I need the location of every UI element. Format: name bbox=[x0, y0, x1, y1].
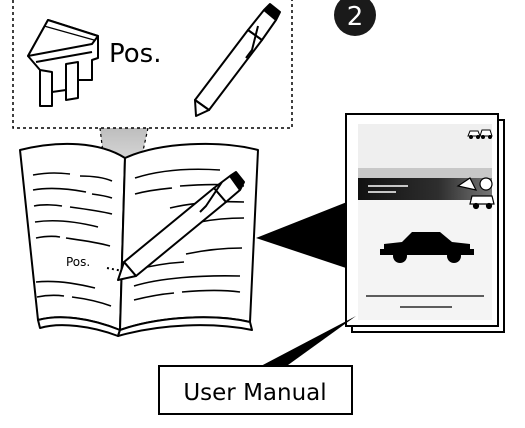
fuse-position-label: Pos. bbox=[109, 39, 161, 69]
small-cars-icon bbox=[467, 129, 493, 139]
open-manual bbox=[19, 142, 259, 337]
caption-pointer bbox=[238, 316, 356, 378]
note-underline bbox=[106, 267, 129, 273]
note-position-label: Pos. bbox=[66, 255, 90, 269]
step-badge: 2 bbox=[334, 0, 376, 36]
cover-band bbox=[358, 178, 492, 200]
pen-icon bbox=[194, 3, 281, 117]
pen-icon bbox=[117, 171, 245, 281]
fuse-icon bbox=[27, 19, 99, 107]
manual-caption-label: User Manual bbox=[183, 380, 326, 406]
car-silhouette-icon bbox=[380, 232, 474, 263]
manual-caption-box: User Manual bbox=[158, 365, 353, 415]
tow-truck-icon bbox=[456, 177, 495, 210]
manual-cover bbox=[345, 113, 505, 333]
pointer-wedge bbox=[256, 200, 352, 270]
step-number: 2 bbox=[347, 2, 364, 32]
